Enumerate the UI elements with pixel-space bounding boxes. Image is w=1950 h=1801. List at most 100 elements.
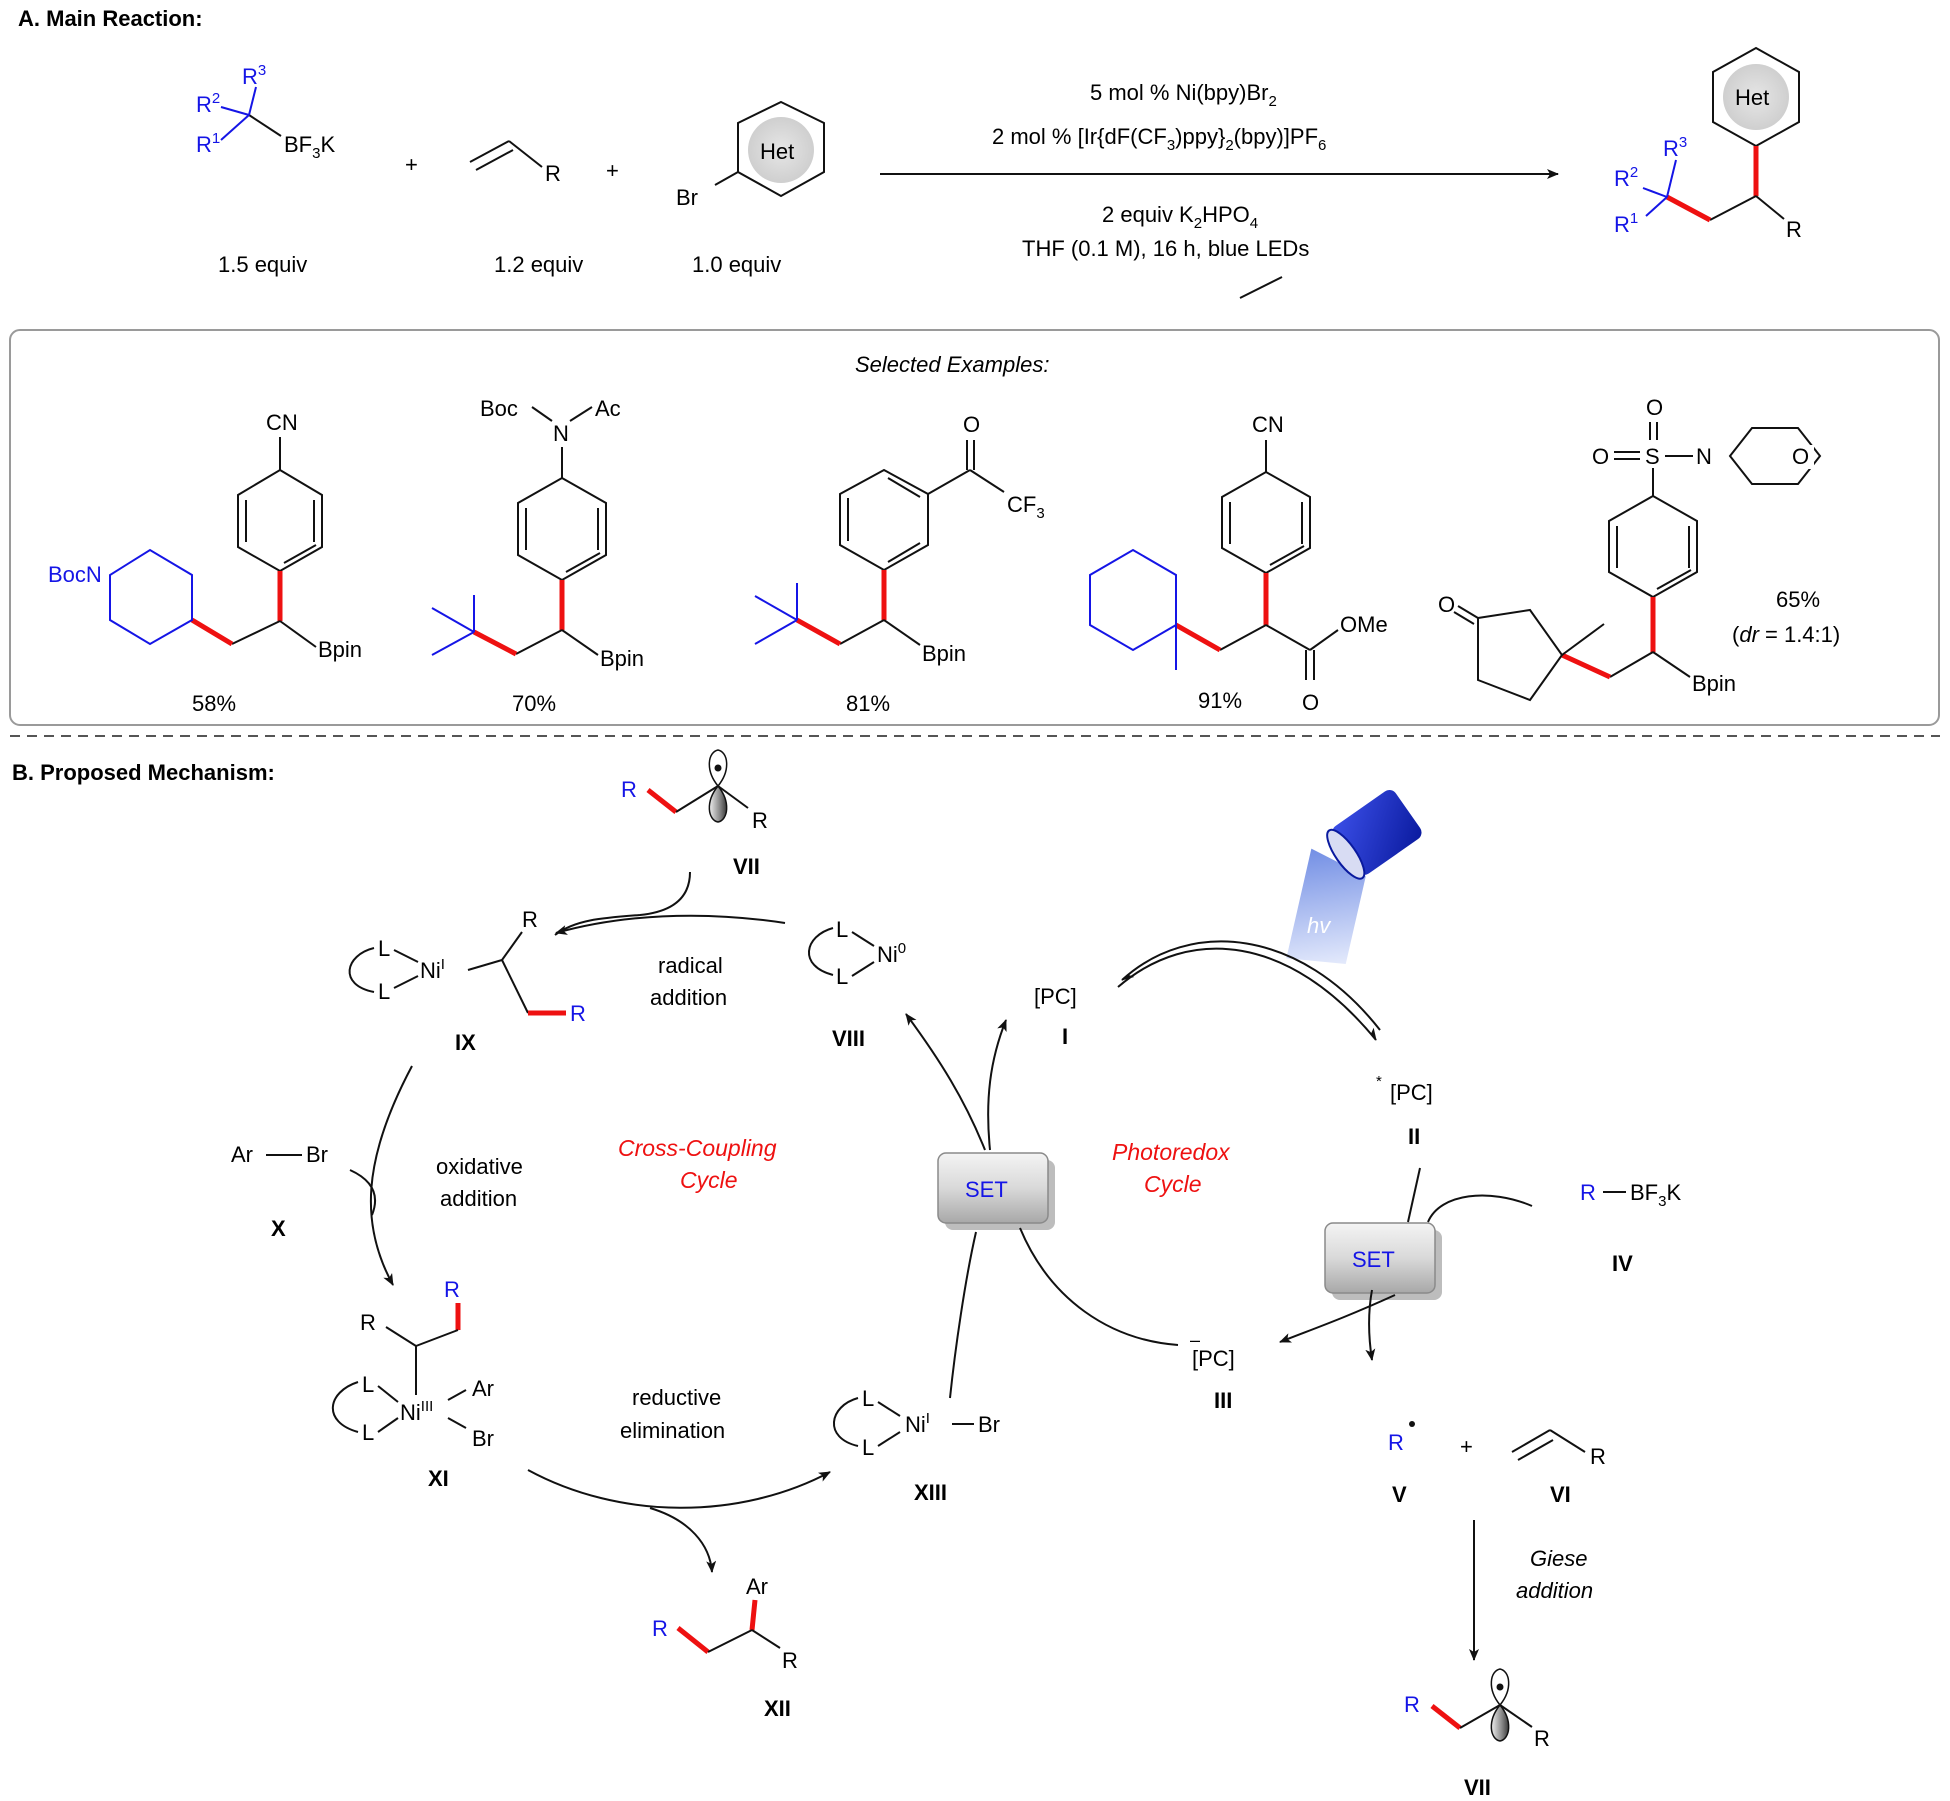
arrow-set-to-I bbox=[987, 1019, 1007, 1151]
svg-text:*: * bbox=[1376, 1073, 1382, 1090]
set-box-1: SET bbox=[937, 1152, 1055, 1230]
svg-text:O: O bbox=[1438, 592, 1455, 617]
example-5: O O S N O Bpin O 65% (dr = 1.4:1) bbox=[1438, 395, 1840, 702]
example-4: CN OMe O 91% bbox=[1089, 412, 1388, 715]
complex-VIII: L L Ni0 VIII bbox=[808, 917, 906, 1051]
arrow-set-to-V bbox=[1365, 1289, 1376, 1361]
svg-text:NiIII: NiIII bbox=[400, 1398, 433, 1425]
plus-sign: + bbox=[1460, 1434, 1473, 1459]
svg-text:X: X bbox=[271, 1216, 286, 1241]
radical-VII-top: R R VII bbox=[621, 749, 768, 879]
svg-text:81%: 81% bbox=[846, 691, 890, 716]
svg-text:R: R bbox=[1534, 1726, 1550, 1751]
svg-text:BF3K: BF3K bbox=[1630, 1180, 1681, 1210]
svg-text:R: R bbox=[545, 161, 561, 186]
svg-text:L: L bbox=[862, 1435, 874, 1460]
photocatalyst-I: [PC] I bbox=[1034, 984, 1077, 1049]
svg-text:NiI: NiI bbox=[905, 1410, 930, 1437]
svg-text:IX: IX bbox=[455, 1030, 476, 1055]
reagent-hetaryl-bromide: Het Br 1.0 equiv bbox=[676, 100, 825, 277]
svg-text:O: O bbox=[1592, 444, 1609, 469]
plus-sign: + bbox=[606, 158, 619, 183]
svg-text:Het: Het bbox=[760, 139, 794, 164]
svg-text:R: R bbox=[1404, 1692, 1420, 1717]
step-reductive-label-2: elimination bbox=[620, 1418, 725, 1443]
svg-text:II: II bbox=[1408, 1124, 1420, 1149]
complex-IX: L L NiI R R IX bbox=[348, 907, 586, 1055]
svg-text:VIII: VIII bbox=[832, 1026, 865, 1051]
svg-text:Het: Het bbox=[1735, 85, 1769, 110]
svg-text:R3: R3 bbox=[242, 62, 266, 89]
svg-text:R: R bbox=[522, 907, 538, 932]
arrow-set-to-VIII bbox=[905, 1013, 986, 1151]
svg-text:2 equiv K2HPO4: 2 equiv K2HPO4 bbox=[1102, 202, 1258, 232]
section-a-title: A. Main Reaction: bbox=[18, 6, 203, 31]
svg-text:R: R bbox=[621, 777, 637, 802]
set-box-2: SET bbox=[1324, 1222, 1442, 1300]
svg-text:VII: VII bbox=[1464, 1775, 1491, 1800]
svg-text:1.5 equiv: 1.5 equiv bbox=[218, 252, 307, 277]
svg-text:Br: Br bbox=[978, 1412, 1000, 1437]
svg-text:R: R bbox=[782, 1648, 798, 1673]
examples-title: Selected Examples: bbox=[855, 352, 1049, 377]
svg-text:BF3K: BF3K bbox=[284, 132, 335, 162]
arrow-set-from-III bbox=[1019, 1227, 1179, 1346]
svg-text:VII: VII bbox=[733, 854, 760, 879]
svg-text:R: R bbox=[570, 1001, 586, 1026]
svg-text:S: S bbox=[1645, 444, 1660, 469]
aryl-bromide-X: Ar Br X bbox=[231, 1142, 328, 1241]
svg-text:Ar: Ar bbox=[472, 1376, 494, 1401]
svg-text:1.0 equiv: 1.0 equiv bbox=[692, 252, 781, 277]
example-2: Boc N Ac Bpin 70% bbox=[431, 396, 644, 716]
step-radical-label-1: radical bbox=[658, 953, 723, 978]
svg-text:III: III bbox=[1214, 1388, 1232, 1413]
svg-text:L: L bbox=[378, 936, 390, 961]
svg-text:1.2 equiv: 1.2 equiv bbox=[494, 252, 583, 277]
svg-text:Ni0: Ni0 bbox=[877, 940, 906, 967]
svg-text:R2: R2 bbox=[1614, 164, 1638, 191]
radical-V: R V bbox=[1388, 1421, 1415, 1507]
svg-text:N: N bbox=[1696, 444, 1712, 469]
svg-text:BocN: BocN bbox=[48, 562, 102, 587]
svg-text:[PC]: [PC] bbox=[1192, 1346, 1235, 1371]
svg-text:O: O bbox=[1646, 395, 1663, 420]
svg-text:I: I bbox=[1062, 1024, 1068, 1049]
svg-text:L: L bbox=[362, 1420, 374, 1445]
photocatalyst-III: – [PC] III bbox=[1190, 1330, 1235, 1413]
svg-text:L: L bbox=[836, 964, 848, 989]
svg-text:L: L bbox=[836, 917, 848, 942]
svg-text:R: R bbox=[1590, 1444, 1606, 1469]
svg-text:R: R bbox=[1388, 1430, 1404, 1455]
svg-text:XII: XII bbox=[764, 1696, 791, 1721]
example-3: O CF3 Bpin 81% bbox=[754, 412, 1045, 716]
step-oxidative-label-2: addition bbox=[440, 1186, 517, 1211]
svg-text:2 mol % [Ir{dF(CF3)ppy}2(bpy)]: 2 mol % [Ir{dF(CF3)ppy}2(bpy)]PF6 bbox=[992, 124, 1326, 154]
examples-box bbox=[9, 329, 1940, 726]
product-XII: Ar R R XII bbox=[652, 1574, 798, 1721]
arrow-reductive-elimination bbox=[527, 1469, 831, 1509]
step-oxidative-label-1: oxidative bbox=[436, 1154, 523, 1179]
arrow-to-product bbox=[649, 1507, 717, 1573]
svg-text:L: L bbox=[862, 1386, 874, 1411]
svg-text:[PC]: [PC] bbox=[1390, 1080, 1433, 1105]
svg-text:Ar: Ar bbox=[746, 1574, 768, 1599]
svg-text:R: R bbox=[1786, 217, 1802, 242]
complex-XIII: L L NiI Br XIII bbox=[833, 1386, 1000, 1505]
step-radical-label-2: addition bbox=[650, 985, 727, 1010]
svg-text:R3: R3 bbox=[1663, 134, 1687, 161]
svg-text:R1: R1 bbox=[196, 130, 220, 157]
product-structure: Het R R3 R2 R1 bbox=[1614, 46, 1802, 242]
svg-text:Br: Br bbox=[472, 1426, 494, 1451]
svg-text:Bpin: Bpin bbox=[318, 637, 362, 662]
svg-text:THF (0.1 M), 16 h, blue LEDs: THF (0.1 M), 16 h, blue LEDs bbox=[1022, 236, 1309, 261]
alkene-VI: R VI bbox=[1511, 1429, 1606, 1507]
svg-text:Br: Br bbox=[676, 185, 698, 210]
cycle-cross-coupling-2: Cycle bbox=[680, 1167, 738, 1193]
svg-text:65%: 65% bbox=[1776, 587, 1820, 612]
svg-text:CF3: CF3 bbox=[1007, 492, 1045, 522]
section-b-title: B. Proposed Mechanism: bbox=[12, 760, 275, 785]
svg-text:VI: VI bbox=[1550, 1482, 1571, 1507]
svg-text:CN: CN bbox=[1252, 412, 1284, 437]
arrow-relaxation bbox=[1121, 940, 1381, 1031]
